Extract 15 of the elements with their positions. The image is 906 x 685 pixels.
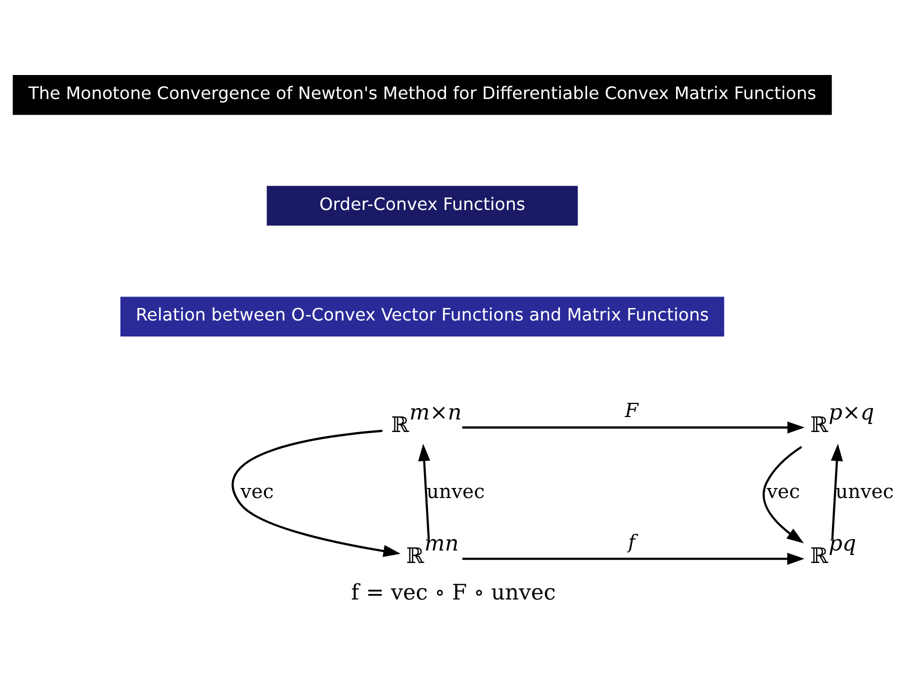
edge-label: vec	[240, 479, 274, 502]
arrow	[418, 443, 430, 539]
label: The Monotone Convergence of Newton's Method for Differentiable Convex Matrix Functions	[28, 84, 816, 104]
arrow	[830, 443, 842, 539]
arrow	[462, 552, 804, 564]
caption: f = vec ∘ F ∘ unvec	[350, 580, 556, 606]
label: Order-Convex Functions	[318, 194, 525, 214]
edge-label: unvec	[835, 479, 894, 502]
edge-label: vec	[766, 479, 800, 502]
edge-label: F	[624, 398, 638, 422]
arrow	[232, 429, 400, 556]
arrow	[462, 420, 804, 434]
label: Relation between O-Convex Vector Functions and Matrix Functions	[135, 305, 708, 326]
edge-label: unvec	[426, 479, 484, 502]
arrow	[762, 445, 804, 543]
